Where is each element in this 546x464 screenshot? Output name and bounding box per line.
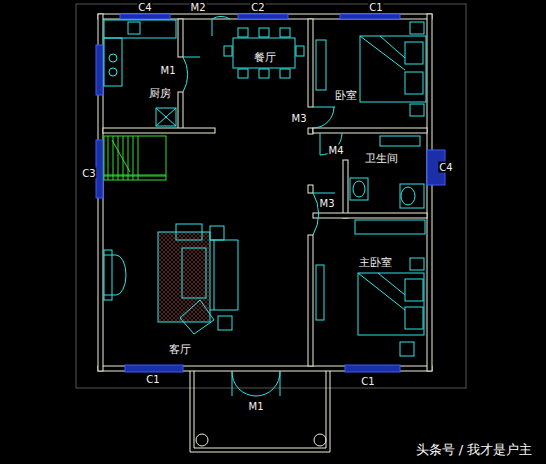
room-name: 厨房 <box>149 87 171 100</box>
watermark: 头条号 / 我才是户主 <box>412 442 537 457</box>
opening-code: C4 <box>137 2 152 13</box>
walls <box>98 14 432 371</box>
opening-code: M4 <box>328 145 345 156</box>
opening-code: C1 <box>145 374 160 385</box>
room-label: 客厅 <box>167 341 193 358</box>
room-label: 厨房 <box>147 85 173 102</box>
room-label: 卧室 <box>333 87 359 104</box>
opening-code: C1 <box>360 376 375 387</box>
kitchen-fixtures <box>104 20 176 126</box>
opening-code: M2 <box>190 2 207 13</box>
room-label: 主卧室 <box>357 254 394 271</box>
room-name: 卧室 <box>335 89 357 102</box>
room-name: 餐厅 <box>254 51 276 64</box>
room-label: 卫生间 <box>363 150 400 167</box>
opening-code: M1 <box>160 65 177 76</box>
master-bed <box>316 220 425 356</box>
opening-code: C1 <box>368 2 383 13</box>
room-label: 餐厅 <box>252 49 278 66</box>
room-name: 卫生间 <box>365 152 398 165</box>
room-name: 客厅 <box>169 343 191 356</box>
sofa-set <box>104 224 238 334</box>
opening-code: M1 <box>248 401 265 412</box>
opening-code: M3 <box>291 113 308 124</box>
opening-code: C3 <box>81 168 96 179</box>
opening-code: M3 <box>319 198 336 209</box>
room-name: 主卧室 <box>359 256 392 269</box>
opening-code: C4 <box>438 162 453 173</box>
bathroom-fixtures <box>350 136 424 208</box>
doors <box>183 17 342 396</box>
stair <box>104 136 166 180</box>
bed <box>316 22 426 116</box>
opening-code: C2 <box>250 2 265 13</box>
windows <box>96 14 445 372</box>
porch <box>190 371 330 452</box>
dining-table <box>224 28 304 78</box>
